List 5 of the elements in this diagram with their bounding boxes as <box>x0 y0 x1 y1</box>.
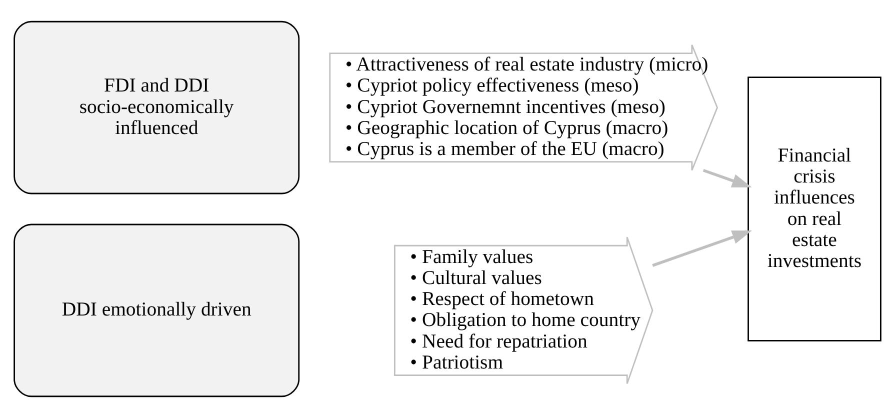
arrow <box>652 230 752 266</box>
arrow <box>702 168 752 187</box>
node-box: DDI emotionally driven <box>14 223 300 397</box>
node-box: Financial crisis influences on real estate investments <box>748 76 882 341</box>
node-box: FDI and DDI socio-economically influenced <box>14 20 300 194</box>
